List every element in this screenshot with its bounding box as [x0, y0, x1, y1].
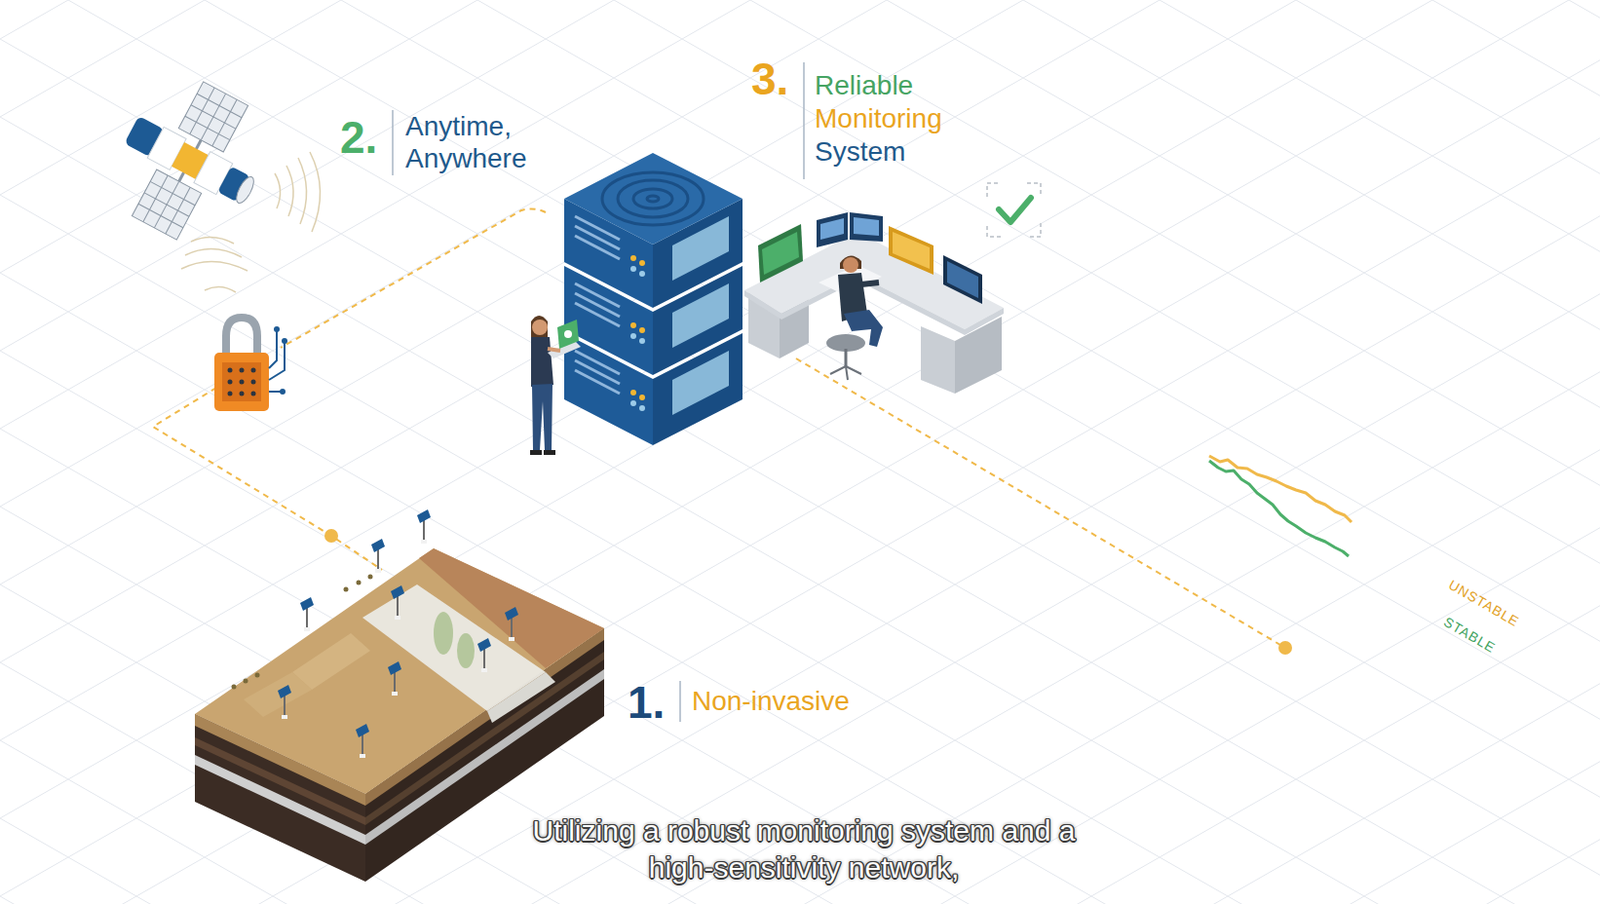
feature-label: Anytime, Anywhere	[405, 110, 562, 175]
woman-figure	[530, 315, 581, 456]
feature-label: Non-invasive	[691, 685, 850, 718]
node-dot	[1278, 641, 1293, 655]
satellite	[95, 62, 286, 261]
node-dot	[324, 529, 339, 543]
callout-number: 2.	[340, 114, 378, 160]
trend-lines	[1209, 456, 1352, 557]
network-lines	[152, 208, 1286, 655]
feature-label: Reliable	[814, 69, 914, 102]
operator-desk	[744, 212, 1004, 394]
signal-waves	[181, 152, 321, 293]
callout-number: 1.	[627, 680, 665, 725]
check-mark	[987, 183, 1041, 237]
callout-number: 3.	[751, 56, 789, 102]
feature-label: Monitoring	[814, 102, 943, 135]
video-caption: Utilizing a robust monitoring system and…	[516, 812, 1092, 887]
lock-icon	[214, 317, 288, 412]
server-stack	[564, 152, 743, 446]
feature-label: System	[814, 135, 906, 168]
